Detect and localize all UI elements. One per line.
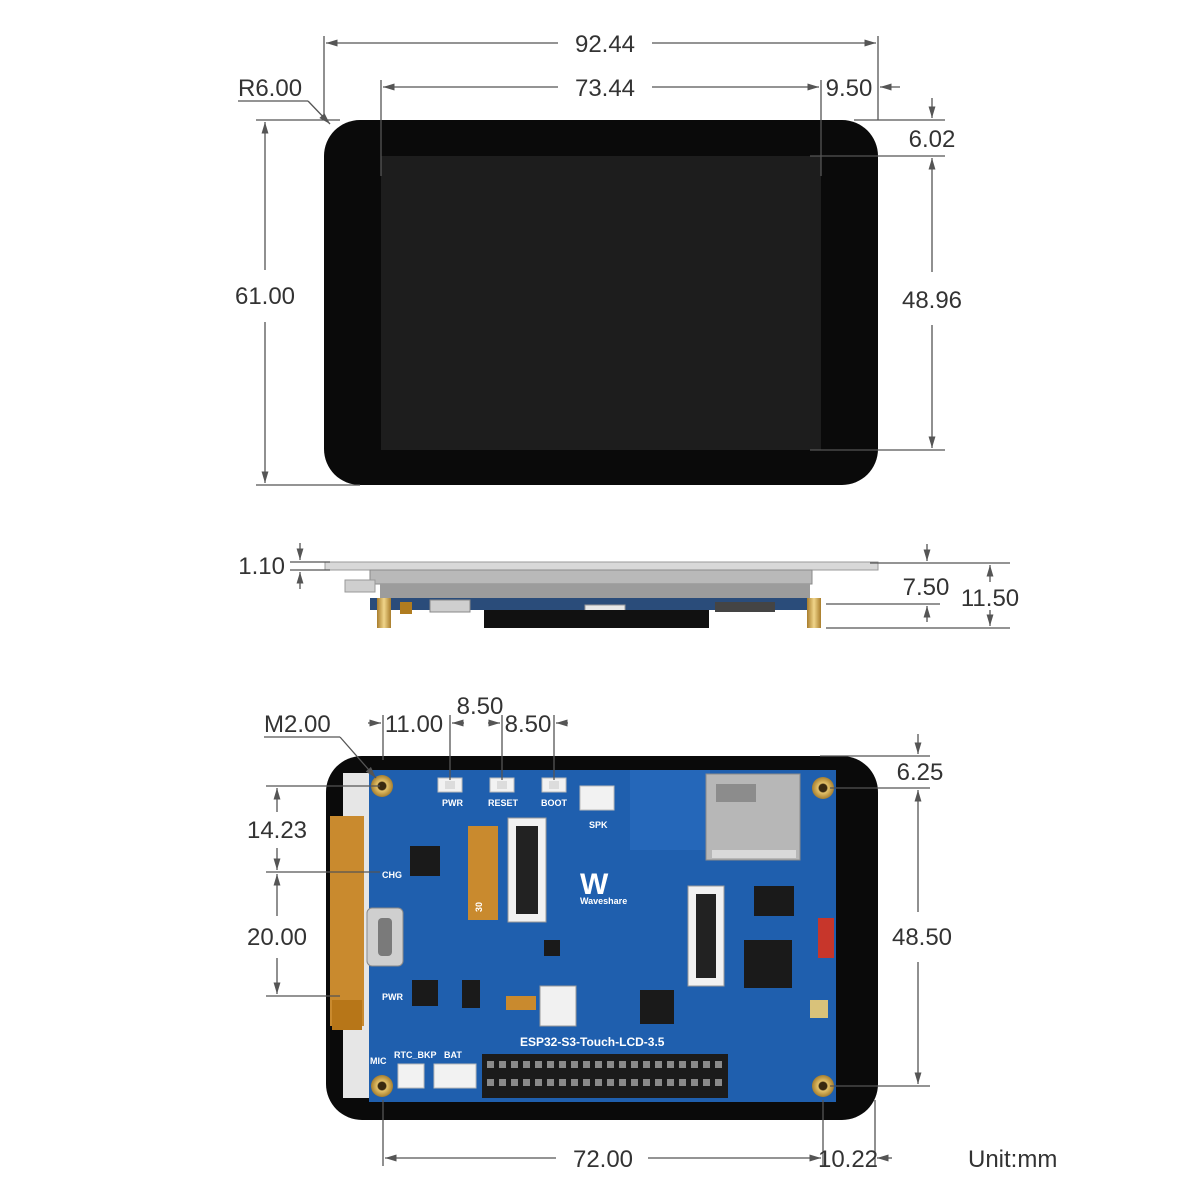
esp32-module xyxy=(744,940,792,988)
display-fpc-connector xyxy=(468,826,498,920)
gpio-pin xyxy=(535,1061,542,1068)
gpio-pin xyxy=(595,1079,602,1086)
gpio-pin xyxy=(559,1079,566,1086)
label-reset-button: RESET xyxy=(488,798,519,808)
gpio-pin xyxy=(583,1079,590,1086)
label-pwr-button: PWR xyxy=(442,798,463,808)
dim-overall-width: 92.44 xyxy=(575,31,635,58)
gpio-pin xyxy=(607,1061,614,1068)
label-brand: Waveshare xyxy=(580,896,627,906)
side-glass xyxy=(324,561,879,571)
side-lcd-frame xyxy=(369,569,813,585)
dim-total-thickness: 11.50 xyxy=(961,585,1019,612)
side-pcb xyxy=(370,598,812,610)
dim-right-offset: 10.22 xyxy=(818,1146,878,1173)
side-view: 1.10 7.50 11.50 xyxy=(238,543,1019,629)
front-view: 92.44 73.44 9.50 R6.00 6.02 48.96 61.00 xyxy=(235,31,962,486)
gpio-pin xyxy=(523,1061,530,1068)
pwr-button[interactable] xyxy=(437,777,463,793)
side-standoff-left xyxy=(377,598,391,628)
gpio-pin xyxy=(511,1079,518,1086)
label-battery: BAT xyxy=(444,1050,462,1060)
dim-glass-thickness: 1.10 xyxy=(238,553,285,580)
gpio-pin xyxy=(571,1079,578,1086)
gpio-pin xyxy=(703,1061,710,1068)
dim-button-pitch-2: 8.50 xyxy=(505,711,552,738)
label-model: ESP32-S3-Touch-LCD-3.5 xyxy=(520,1035,665,1049)
gpio-pin xyxy=(679,1061,686,1068)
battery-connector xyxy=(433,1063,477,1089)
dim-screen-width: 73.44 xyxy=(575,75,635,102)
dim-hole-horizontal-pitch: 72.00 xyxy=(573,1146,633,1173)
gpio-pin xyxy=(607,1079,614,1086)
gpio-pin xyxy=(691,1079,698,1086)
gpio-pin xyxy=(511,1061,518,1068)
gpio-pin xyxy=(571,1061,578,1068)
back-view: PWR RESET BOOT SPK 30 W Wavesh xyxy=(247,693,1057,1173)
mount-hole-tl xyxy=(371,775,393,797)
dim-board-thickness: 7.50 xyxy=(903,574,950,601)
gpio-pin xyxy=(643,1061,650,1068)
gpio-pin xyxy=(619,1061,626,1068)
gpio-pin xyxy=(715,1061,722,1068)
dim-mount-hole: M2.00 xyxy=(264,711,331,738)
side-standoff-right xyxy=(807,598,821,628)
dim-hole-top-offset: 6.25 xyxy=(897,759,944,786)
gpio-pin xyxy=(691,1061,698,1068)
label-charge-led: CHG xyxy=(382,870,402,880)
gpio-pin xyxy=(655,1079,662,1086)
label-speaker: SPK xyxy=(589,820,608,830)
gpio-pin xyxy=(619,1079,626,1086)
gpio-pin xyxy=(487,1061,494,1068)
label-power-led: PWR xyxy=(382,992,403,1002)
gpio-pin xyxy=(643,1079,650,1086)
gpio-pin xyxy=(535,1079,542,1086)
mount-hole-br xyxy=(812,1075,834,1097)
label-boot-button: BOOT xyxy=(541,798,568,808)
gpio-pin xyxy=(715,1079,722,1086)
mount-hole-tr xyxy=(812,777,834,799)
label-fpc-pin: 30 xyxy=(474,902,484,912)
dim-usb-offset: 14.23 xyxy=(247,817,307,844)
gpio-pin xyxy=(631,1061,638,1068)
dim-button-pitch-1: 8.50 xyxy=(457,693,504,720)
dim-button-offset: 11.00 xyxy=(385,711,443,738)
gpio-pin xyxy=(547,1079,554,1086)
waveshare-logo-icon: W xyxy=(580,868,609,901)
gpio-pin xyxy=(679,1079,686,1086)
fpc-ribbon xyxy=(330,816,364,1026)
rtc-backup-connector xyxy=(397,1063,425,1089)
unit-label: Unit:mm xyxy=(968,1146,1057,1173)
gpio-pin xyxy=(499,1061,506,1068)
dim-overall-height: 61.00 xyxy=(235,283,295,310)
speaker-connector xyxy=(579,785,615,811)
gpio-pin xyxy=(655,1061,662,1068)
gpio-pin xyxy=(667,1079,674,1086)
gpio-pin xyxy=(583,1061,590,1068)
gpio-pin xyxy=(487,1079,494,1086)
gpio-pin xyxy=(667,1061,674,1068)
boot-button[interactable] xyxy=(541,777,567,793)
gpio-pin xyxy=(547,1061,554,1068)
reset-button[interactable] xyxy=(489,777,515,793)
dim-usb-span: 20.00 xyxy=(247,924,307,951)
gpio-pin xyxy=(631,1079,638,1086)
gpio-pin xyxy=(703,1079,710,1086)
mount-hole-bl xyxy=(371,1075,393,1097)
dim-corner-radius: R6.00 xyxy=(238,75,302,102)
gpio-pin xyxy=(523,1079,530,1086)
gpio-pin xyxy=(499,1079,506,1086)
dim-top-bezel: 6.02 xyxy=(909,126,956,153)
dim-hole-vertical-pitch: 48.50 xyxy=(892,924,952,951)
gpio-pin xyxy=(559,1061,566,1068)
dim-right-bezel: 9.50 xyxy=(826,75,873,102)
lcd-active-area xyxy=(381,156,821,450)
dim-screen-height: 48.96 xyxy=(902,287,962,314)
label-rtc-backup: RTC_BKP xyxy=(394,1050,437,1060)
gpio-pin xyxy=(595,1061,602,1068)
label-microphone: MIC xyxy=(370,1056,387,1066)
gpio-header xyxy=(482,1054,728,1098)
